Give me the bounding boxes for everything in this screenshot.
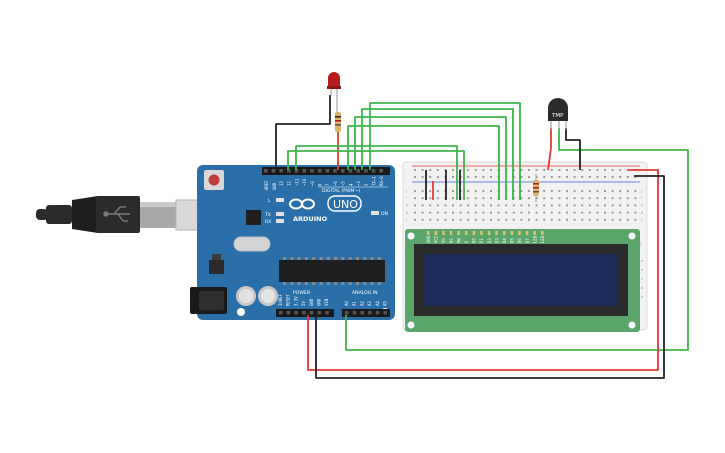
wires bbox=[275, 95, 689, 379]
lcd-pin-label: V0 bbox=[441, 238, 446, 243]
power-pin-label: 3.3V bbox=[293, 296, 298, 306]
usb-cable bbox=[36, 196, 201, 233]
wire-lcd-d7 bbox=[369, 102, 521, 200]
breadboard-row-label: f bbox=[406, 218, 408, 222]
arduino-infinity-logo bbox=[289, 198, 315, 210]
analog-pin-label: A2 bbox=[359, 301, 364, 306]
temperature-sensor[interactable]: TMP bbox=[548, 98, 568, 130]
lcd-pin-label: VCC bbox=[434, 235, 439, 243]
power-pin-label: GND bbox=[317, 298, 322, 306]
led-resistor bbox=[335, 112, 341, 132]
power-pin-label: RESET bbox=[286, 293, 291, 306]
analog-pin-label: A1 bbox=[352, 301, 357, 306]
digital-pin-label: RX←0 bbox=[379, 176, 384, 186]
sensor-label: TMP bbox=[551, 113, 564, 119]
digital-pin-label: ~6 bbox=[333, 181, 338, 186]
analog-pin-label: A3 bbox=[367, 301, 372, 306]
breadboard-row-label: g bbox=[641, 211, 643, 215]
digital-pin-label: ~11 bbox=[294, 178, 299, 186]
breadboard-row-label: d bbox=[641, 268, 643, 272]
lcd-pin-label: RS bbox=[449, 238, 454, 243]
analog-pin-label: A0 bbox=[344, 301, 349, 306]
power-pin-label: VIN bbox=[324, 298, 329, 306]
analog-in-label: ANALOG IN bbox=[352, 290, 378, 296]
breadboard-row-label: a bbox=[641, 295, 643, 299]
breadboard-row-label: h bbox=[406, 203, 408, 207]
wire-lcd-d5 bbox=[354, 116, 507, 200]
led-tx-label: TX bbox=[264, 212, 271, 218]
wire-led-gnd bbox=[275, 95, 331, 170]
lcd-pin-label: D0 bbox=[472, 238, 477, 243]
wire-sensor-gnd bbox=[565, 128, 581, 170]
digital-pin-label: ~5 bbox=[341, 181, 346, 186]
breadboard-row-label: i bbox=[406, 196, 407, 200]
lcd-pin-label: D2 bbox=[487, 238, 492, 243]
wire-lcd-rs bbox=[287, 150, 465, 200]
breadboard-row-label: g bbox=[406, 211, 408, 215]
analog-pin-label: A4 bbox=[375, 301, 380, 306]
digital-pin-label: 8 bbox=[318, 183, 323, 186]
breadboard-row-label: e bbox=[641, 259, 643, 263]
digital-pin-label: TX→1 bbox=[371, 176, 376, 186]
aref-label: AREF bbox=[264, 180, 269, 190]
digital-pin-label: 13 bbox=[279, 181, 284, 186]
lcd-pin-label: GND bbox=[426, 235, 431, 243]
lcd-pin-label: D3 bbox=[494, 238, 499, 243]
lcd-screen bbox=[424, 254, 618, 306]
led-rx-label: RX bbox=[265, 219, 271, 225]
breadboard-row-label: j bbox=[405, 189, 407, 193]
lcd-pin-label: RW bbox=[456, 238, 461, 243]
breadboard-row-label: b bbox=[641, 286, 644, 290]
digital-pin-label: 12 bbox=[287, 181, 292, 186]
lcd-pin-label: LED bbox=[540, 235, 545, 243]
usb-icon bbox=[103, 206, 130, 222]
lcd-pin-label: LED bbox=[532, 235, 537, 243]
gnd-label: GND bbox=[272, 182, 277, 190]
wire-5v bbox=[307, 169, 659, 371]
power-pin-label: 5V bbox=[301, 301, 306, 306]
arduino-brand: ARDUINO bbox=[293, 215, 328, 223]
lcd-pin-label: D5 bbox=[510, 238, 515, 243]
led-l-label: L bbox=[268, 198, 271, 204]
digital-pin-label: 2 bbox=[364, 183, 369, 186]
wire-lcd-d4 bbox=[347, 125, 500, 200]
power-pin-label: GND bbox=[309, 298, 314, 306]
power-pin-label: IOREF bbox=[278, 293, 283, 306]
lcd-pin-label: D6 bbox=[517, 238, 522, 243]
arduino-model: UNO bbox=[333, 198, 358, 211]
wire-sensor-out bbox=[345, 128, 689, 351]
breadboard-resistor bbox=[533, 174, 539, 202]
digital-pin-label: 4 bbox=[348, 183, 353, 186]
lcd-pin-label: D7 bbox=[525, 238, 530, 243]
reset-button[interactable] bbox=[204, 170, 224, 190]
lcd-pin-label: E bbox=[464, 240, 469, 243]
breadboard-row-label: h bbox=[641, 203, 643, 207]
on-label: ON bbox=[381, 211, 388, 217]
wire-gnd bbox=[315, 175, 665, 379]
digital-pin-label: ~10 bbox=[302, 178, 307, 186]
red-led[interactable] bbox=[327, 72, 341, 112]
digital-pin-label: 7 bbox=[325, 183, 330, 186]
breadboard-row-label: c bbox=[641, 277, 643, 281]
digital-pwm-label: DIGITAL (PWM~) bbox=[322, 188, 360, 194]
breadboard-row-label: j bbox=[640, 189, 642, 193]
analog-pin-label: A5 bbox=[383, 301, 388, 306]
wire-sensor-vcc bbox=[547, 128, 552, 171]
breadboard-row-label: f bbox=[641, 218, 643, 222]
lcd-pin-label: D1 bbox=[479, 238, 484, 243]
breadboard-row-label: i bbox=[641, 196, 642, 200]
wire-lcd-e bbox=[295, 145, 458, 200]
lcd-pin-label: D4 bbox=[502, 238, 507, 243]
power-label: POWER bbox=[293, 290, 311, 296]
digital-pin-label: ~9 bbox=[310, 181, 315, 186]
wire-lcd-d6 bbox=[361, 108, 514, 200]
digital-pin-label: ~3 bbox=[356, 181, 361, 186]
